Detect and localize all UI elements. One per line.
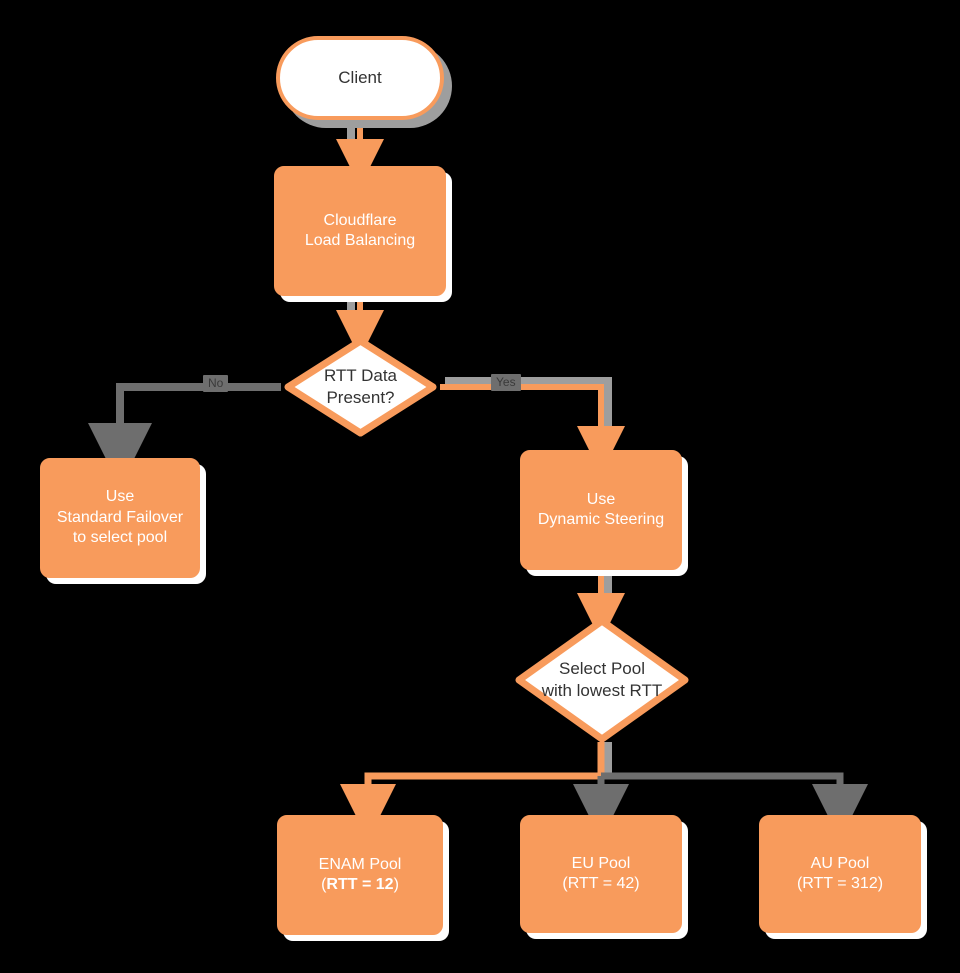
- node-eu-pool-label: EU Pool (RTT = 42): [562, 854, 639, 895]
- node-eu-pool-line2: (RTT = 42): [562, 875, 640, 892]
- enam-paren-open: (: [321, 876, 327, 893]
- edge-rtt-yes-to-steering: [440, 384, 625, 474]
- node-dynamic-steering-line1: Use: [586, 490, 616, 508]
- edge-rtt-no-to-failover: [88, 383, 281, 487]
- node-rtt-decision[interactable]: RTT Data Present?: [281, 332, 440, 442]
- node-dynamic-steering-label: Use Dynamic Steering: [538, 490, 664, 531]
- node-standard-failover-line2: Standard Failover: [56, 508, 184, 526]
- node-au-pool[interactable]: AU Pool (RTT = 312): [759, 815, 921, 933]
- node-standard-failover-label: Use Standard Failover to select pool: [57, 487, 183, 548]
- node-standard-failover[interactable]: Use Standard Failover to select pool: [40, 458, 200, 578]
- node-select-pool[interactable]: Select Pool with lowest RTT: [513, 615, 691, 745]
- node-load-balancing-line1: Cloudflare: [323, 211, 397, 229]
- node-client-label: Client: [338, 68, 382, 88]
- edge-label-yes: Yes: [491, 374, 521, 392]
- node-load-balancing-line2: Load Balancing: [304, 232, 416, 249]
- node-enam-pool-line1: ENAM Pool: [318, 855, 402, 873]
- node-au-pool-line2: (RTT = 312): [796, 875, 884, 892]
- node-eu-pool[interactable]: EU Pool (RTT = 42): [520, 815, 682, 933]
- node-standard-failover-line1: Use: [105, 488, 135, 506]
- enam-rtt-value: RTT = 12: [326, 876, 394, 893]
- edge-selectpool-to-au: [601, 772, 868, 840]
- edge-rtt-yes-shadow: [445, 377, 612, 445]
- node-standard-failover-line3: to select pool: [72, 529, 168, 547]
- node-eu-pool-line1: EU Pool: [571, 854, 631, 872]
- enam-paren-close: ): [393, 876, 399, 893]
- select-pool-shape: [515, 617, 689, 743]
- node-au-pool-label: AU Pool (RTT = 312): [797, 854, 883, 895]
- node-au-pool-line1: AU Pool: [810, 854, 870, 872]
- node-client[interactable]: Client: [276, 36, 444, 120]
- rtt-decision-shape: [284, 337, 437, 437]
- node-dynamic-steering[interactable]: Use Dynamic Steering: [520, 450, 682, 570]
- node-enam-pool[interactable]: ENAM Pool (RTT = 12): [277, 815, 443, 935]
- node-load-balancing[interactable]: Cloudflare Load Balancing: [274, 166, 446, 296]
- node-dynamic-steering-line2: Dynamic Steering: [537, 511, 665, 528]
- edge-selectpool-to-enam: [340, 742, 605, 840]
- edge-label-no: No: [203, 375, 229, 393]
- node-load-balancing-label: Cloudflare Load Balancing: [305, 211, 415, 252]
- node-enam-pool-label: ENAM Pool (RTT = 12): [319, 855, 402, 896]
- node-enam-pool-line2: (RTT = 12): [319, 875, 402, 895]
